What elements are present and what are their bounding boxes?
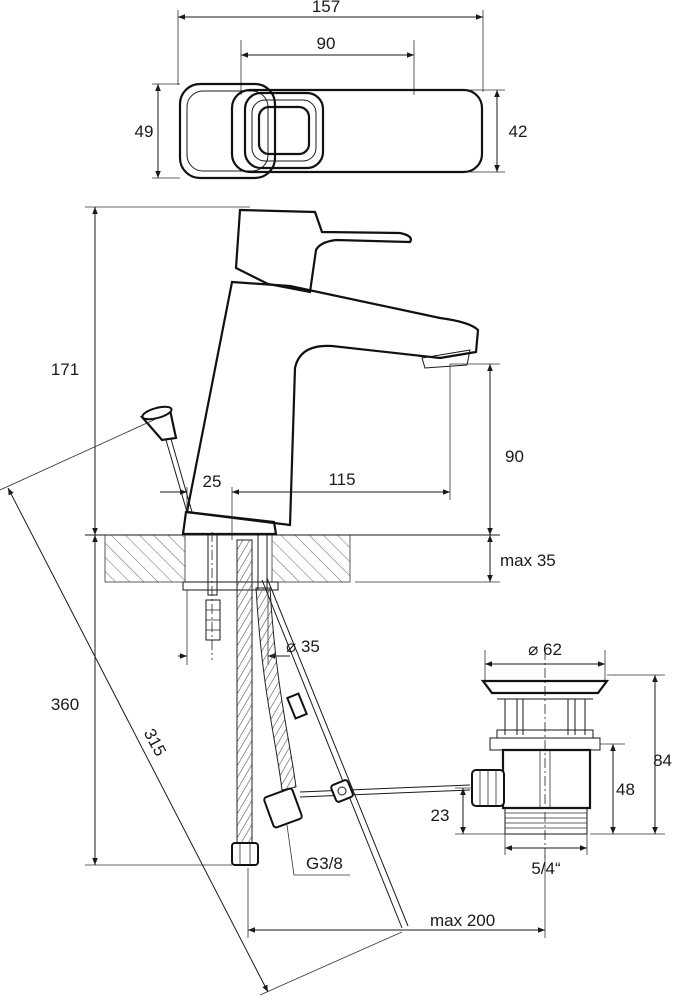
dim-hole-diameter: ⌀ 35	[286, 637, 320, 656]
dim-total-height: 171	[51, 360, 79, 379]
countertop: max 35	[85, 534, 556, 591]
dim-top-width: 157	[312, 0, 340, 16]
dim-rod-length: 315	[140, 725, 170, 759]
underside-assembly: ⌀ 35 G3/8 360 315 max 200	[0, 417, 546, 996]
dim-connector-height: 23	[431, 806, 450, 825]
dim-deck-max: max 35	[500, 551, 556, 570]
dim-thread: G3/8	[306, 854, 343, 873]
dim-top-left-height: 49	[135, 122, 154, 141]
top-view: 157 90 49 42	[135, 0, 528, 180]
dim-below-length: 360	[51, 695, 79, 714]
dim-top-inner: 90	[317, 34, 336, 53]
dim-waste-thread: 5/4“	[531, 859, 561, 878]
dim-waste-diameter: ⌀ 62	[528, 640, 562, 659]
dim-spout-height: 90	[505, 447, 524, 466]
dim-top-right-height: 42	[509, 122, 528, 141]
dim-waste-body-height: 48	[616, 780, 635, 799]
dim-base-offset: 25	[203, 472, 222, 491]
faucet-side-view: 171 90 25 115	[51, 206, 524, 540]
dim-rod-reach: max 200	[430, 911, 495, 930]
waste-assembly: ⌀ 62 84 48	[431, 640, 672, 878]
dim-reach: 115	[328, 470, 355, 489]
dim-waste-height: 84	[653, 751, 672, 770]
